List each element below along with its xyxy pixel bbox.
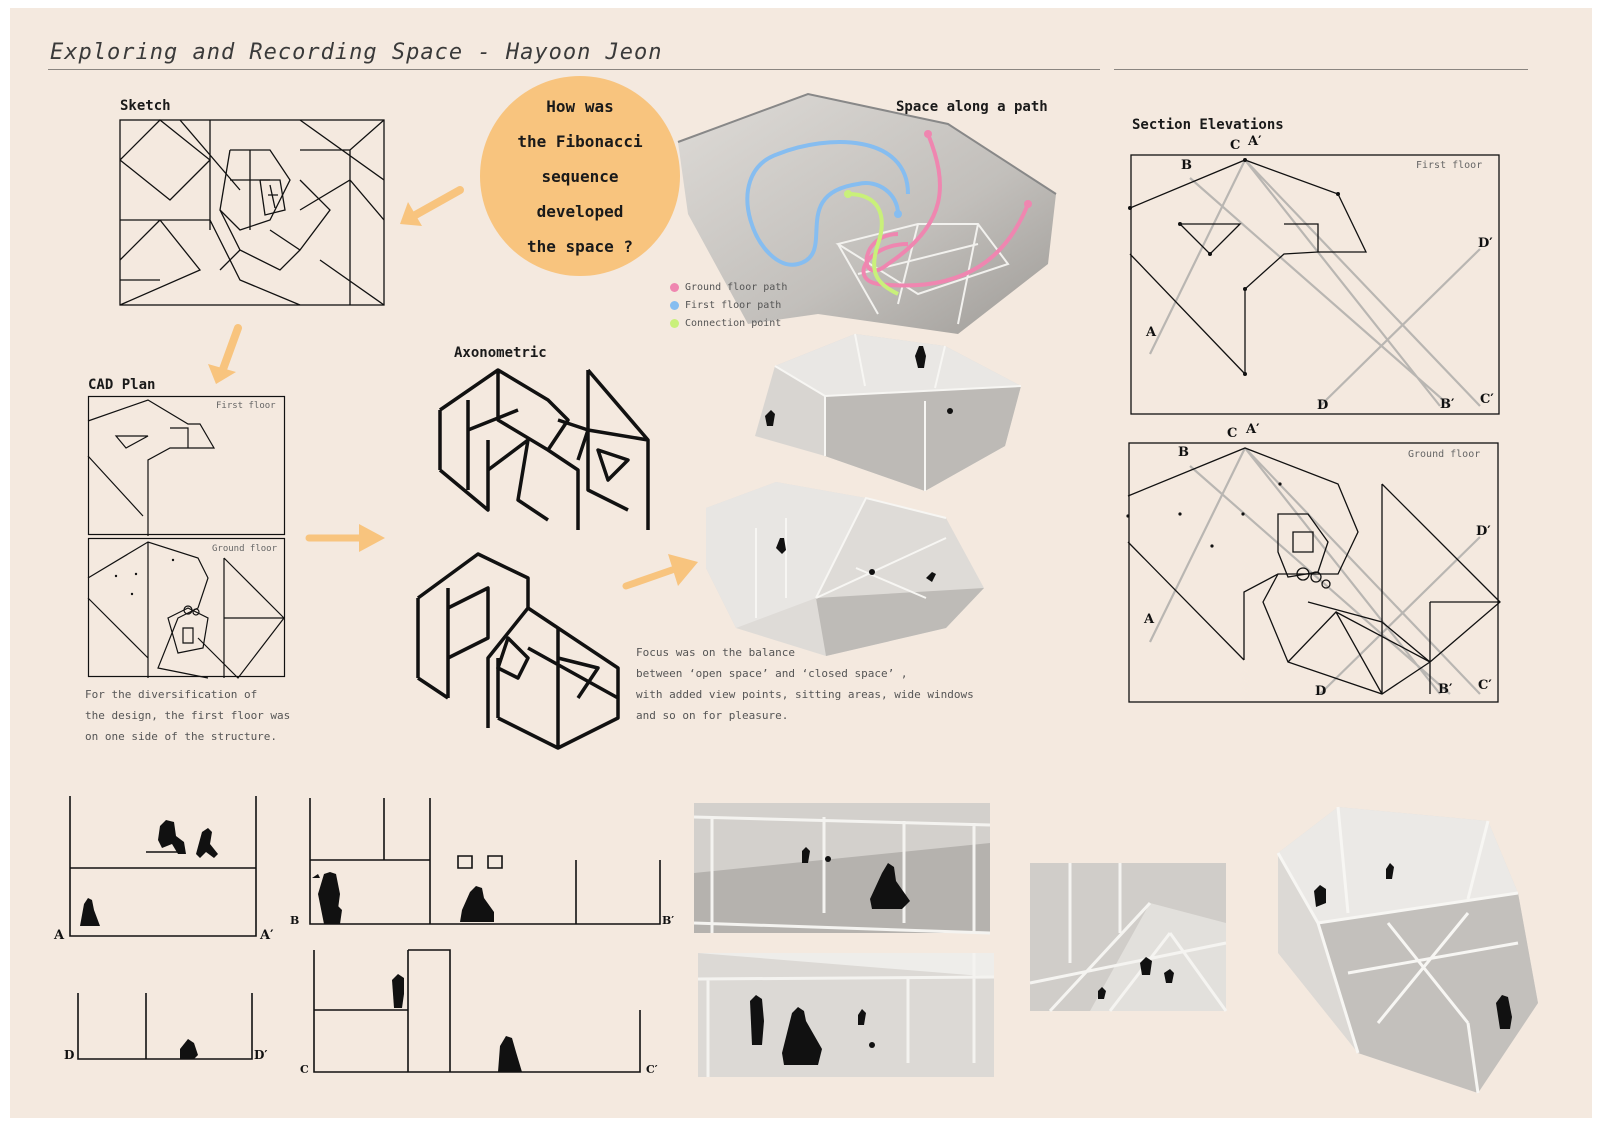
orange-arrow-right-1	[305, 524, 385, 552]
presentation-board: Exploring and Recording Space - Hayoon J…	[10, 8, 1592, 1118]
cad-ground-floor-label: Ground floor	[212, 544, 278, 554]
legend-label-connection: Connection point	[685, 317, 782, 329]
question-line-5: the space ?	[527, 236, 633, 256]
letter-a-prime-top-1: A′	[1248, 134, 1262, 149]
letter-b-top-1: B	[1181, 158, 1192, 173]
letter-c-top-1: C	[1230, 138, 1241, 153]
section-plan-first-floor	[1128, 154, 1500, 415]
letter-d-prime-top-2: D′	[1476, 524, 1491, 539]
axonometric-heading: Axonometric	[454, 345, 547, 361]
letter-c-top-2: C	[1227, 426, 1238, 441]
letter-a-top-2: A	[1144, 612, 1155, 627]
focus-note-line-1: Focus was on the balance	[636, 646, 795, 659]
model-photo-corner	[1276, 806, 1538, 1094]
cad-first-floor	[87, 395, 286, 536]
letter-b-prime-top-1: B′	[1440, 397, 1455, 412]
sketch-heading: Sketch	[120, 98, 171, 114]
question-line-2: the Fibonacci	[517, 131, 643, 151]
cad-note: For the diversification of the design, t…	[85, 684, 290, 747]
title-rule	[48, 69, 1100, 70]
elevation-b-label-right: B′	[662, 914, 675, 927]
orange-arrow-right-2	[622, 554, 698, 590]
letter-d-prime-top-1: D′	[1478, 236, 1493, 251]
legend-item-first: First floor path	[670, 296, 787, 314]
section-plan-ground-floor	[1126, 442, 1501, 703]
model-photo-elevation-upper	[693, 803, 991, 935]
title-rule-right	[1114, 69, 1528, 70]
space-path-heading: Space along a path	[896, 99, 1048, 115]
letter-a-prime-top-2: A′	[1246, 422, 1260, 437]
path-model-photo	[677, 92, 1057, 334]
cad-ground-floor	[87, 537, 286, 679]
letter-d-top-2: D	[1315, 684, 1327, 699]
axonometric-bottom	[416, 552, 620, 750]
cad-plan-heading: CAD Plan	[88, 377, 156, 393]
legend-item-connection: Connection point	[670, 314, 787, 332]
legend-dot-pink	[670, 282, 679, 292]
legend-label-first: First floor path	[685, 299, 782, 311]
section-first-floor-label: First floor	[1416, 160, 1483, 171]
letter-b-prime-top-2: B′	[1438, 682, 1453, 697]
elevation-c-label-left: C	[300, 1063, 309, 1076]
elevation-a-label-left: A	[54, 928, 65, 943]
model-photo-upper	[755, 333, 1022, 491]
question-line-3: sequence	[541, 166, 619, 186]
letter-d-top-1: D	[1317, 398, 1329, 413]
letter-c-prime-top-1: C′	[1480, 392, 1494, 407]
cad-note-line-3: on one side of the structure.	[85, 730, 278, 743]
legend-dot-green	[670, 318, 679, 328]
letter-b-top-2: B	[1178, 445, 1189, 460]
letter-c-prime-top-2: C′	[1478, 678, 1492, 693]
cad-first-floor-label: First floor	[216, 401, 276, 411]
model-photo-interior	[1029, 863, 1228, 1013]
focus-note-line-4: and so on for pleasure.	[636, 709, 789, 722]
focus-note-line-3: with added view points, sitting areas, w…	[636, 688, 974, 701]
question-line-4: developed	[536, 201, 624, 221]
elevation-c	[313, 949, 641, 1073]
axonometric-top	[438, 368, 650, 530]
elevation-a-label-right: A′	[260, 928, 274, 943]
legend-item-ground: Ground floor path	[670, 278, 787, 296]
question-line-1: How was	[546, 96, 614, 116]
orange-arrow-left	[400, 186, 464, 226]
orange-arrow-down	[208, 324, 242, 384]
focus-note-line-2: between ‘open space’ and ‘closed space’ …	[636, 667, 908, 680]
legend-dot-blue	[670, 300, 679, 310]
elevation-d-label-right: D′	[254, 1048, 268, 1062]
section-ground-floor-label: Ground floor	[1408, 449, 1481, 460]
cad-note-line-1: For the diversification of	[85, 688, 258, 701]
sketch-drawing	[119, 119, 385, 306]
model-photo-elevation-lower	[697, 953, 995, 1077]
page-title: Exploring and Recording Space - Hayoon J…	[50, 40, 663, 65]
legend-label-ground: Ground floor path	[685, 281, 788, 293]
elevation-b-label-left: B	[290, 914, 300, 927]
path-legend: Ground floor path First floor path Conne…	[670, 278, 787, 332]
elevation-c-label-right: C′	[646, 1063, 658, 1076]
elevation-b	[309, 798, 661, 925]
elevation-d	[77, 993, 253, 1060]
elevation-a	[69, 796, 257, 937]
cad-note-line-2: the design, the first floor was	[85, 709, 291, 722]
model-photo-lower	[706, 482, 984, 656]
letter-a-top-1: A	[1146, 325, 1157, 340]
section-elevations-heading: Section Elevations	[1132, 117, 1284, 133]
focus-note: Focus was on the balance between ‘open s…	[636, 642, 974, 726]
fibonacci-question-circle: How was the Fibonacci sequence developed…	[480, 76, 680, 276]
elevation-d-label-left: D	[64, 1048, 75, 1062]
